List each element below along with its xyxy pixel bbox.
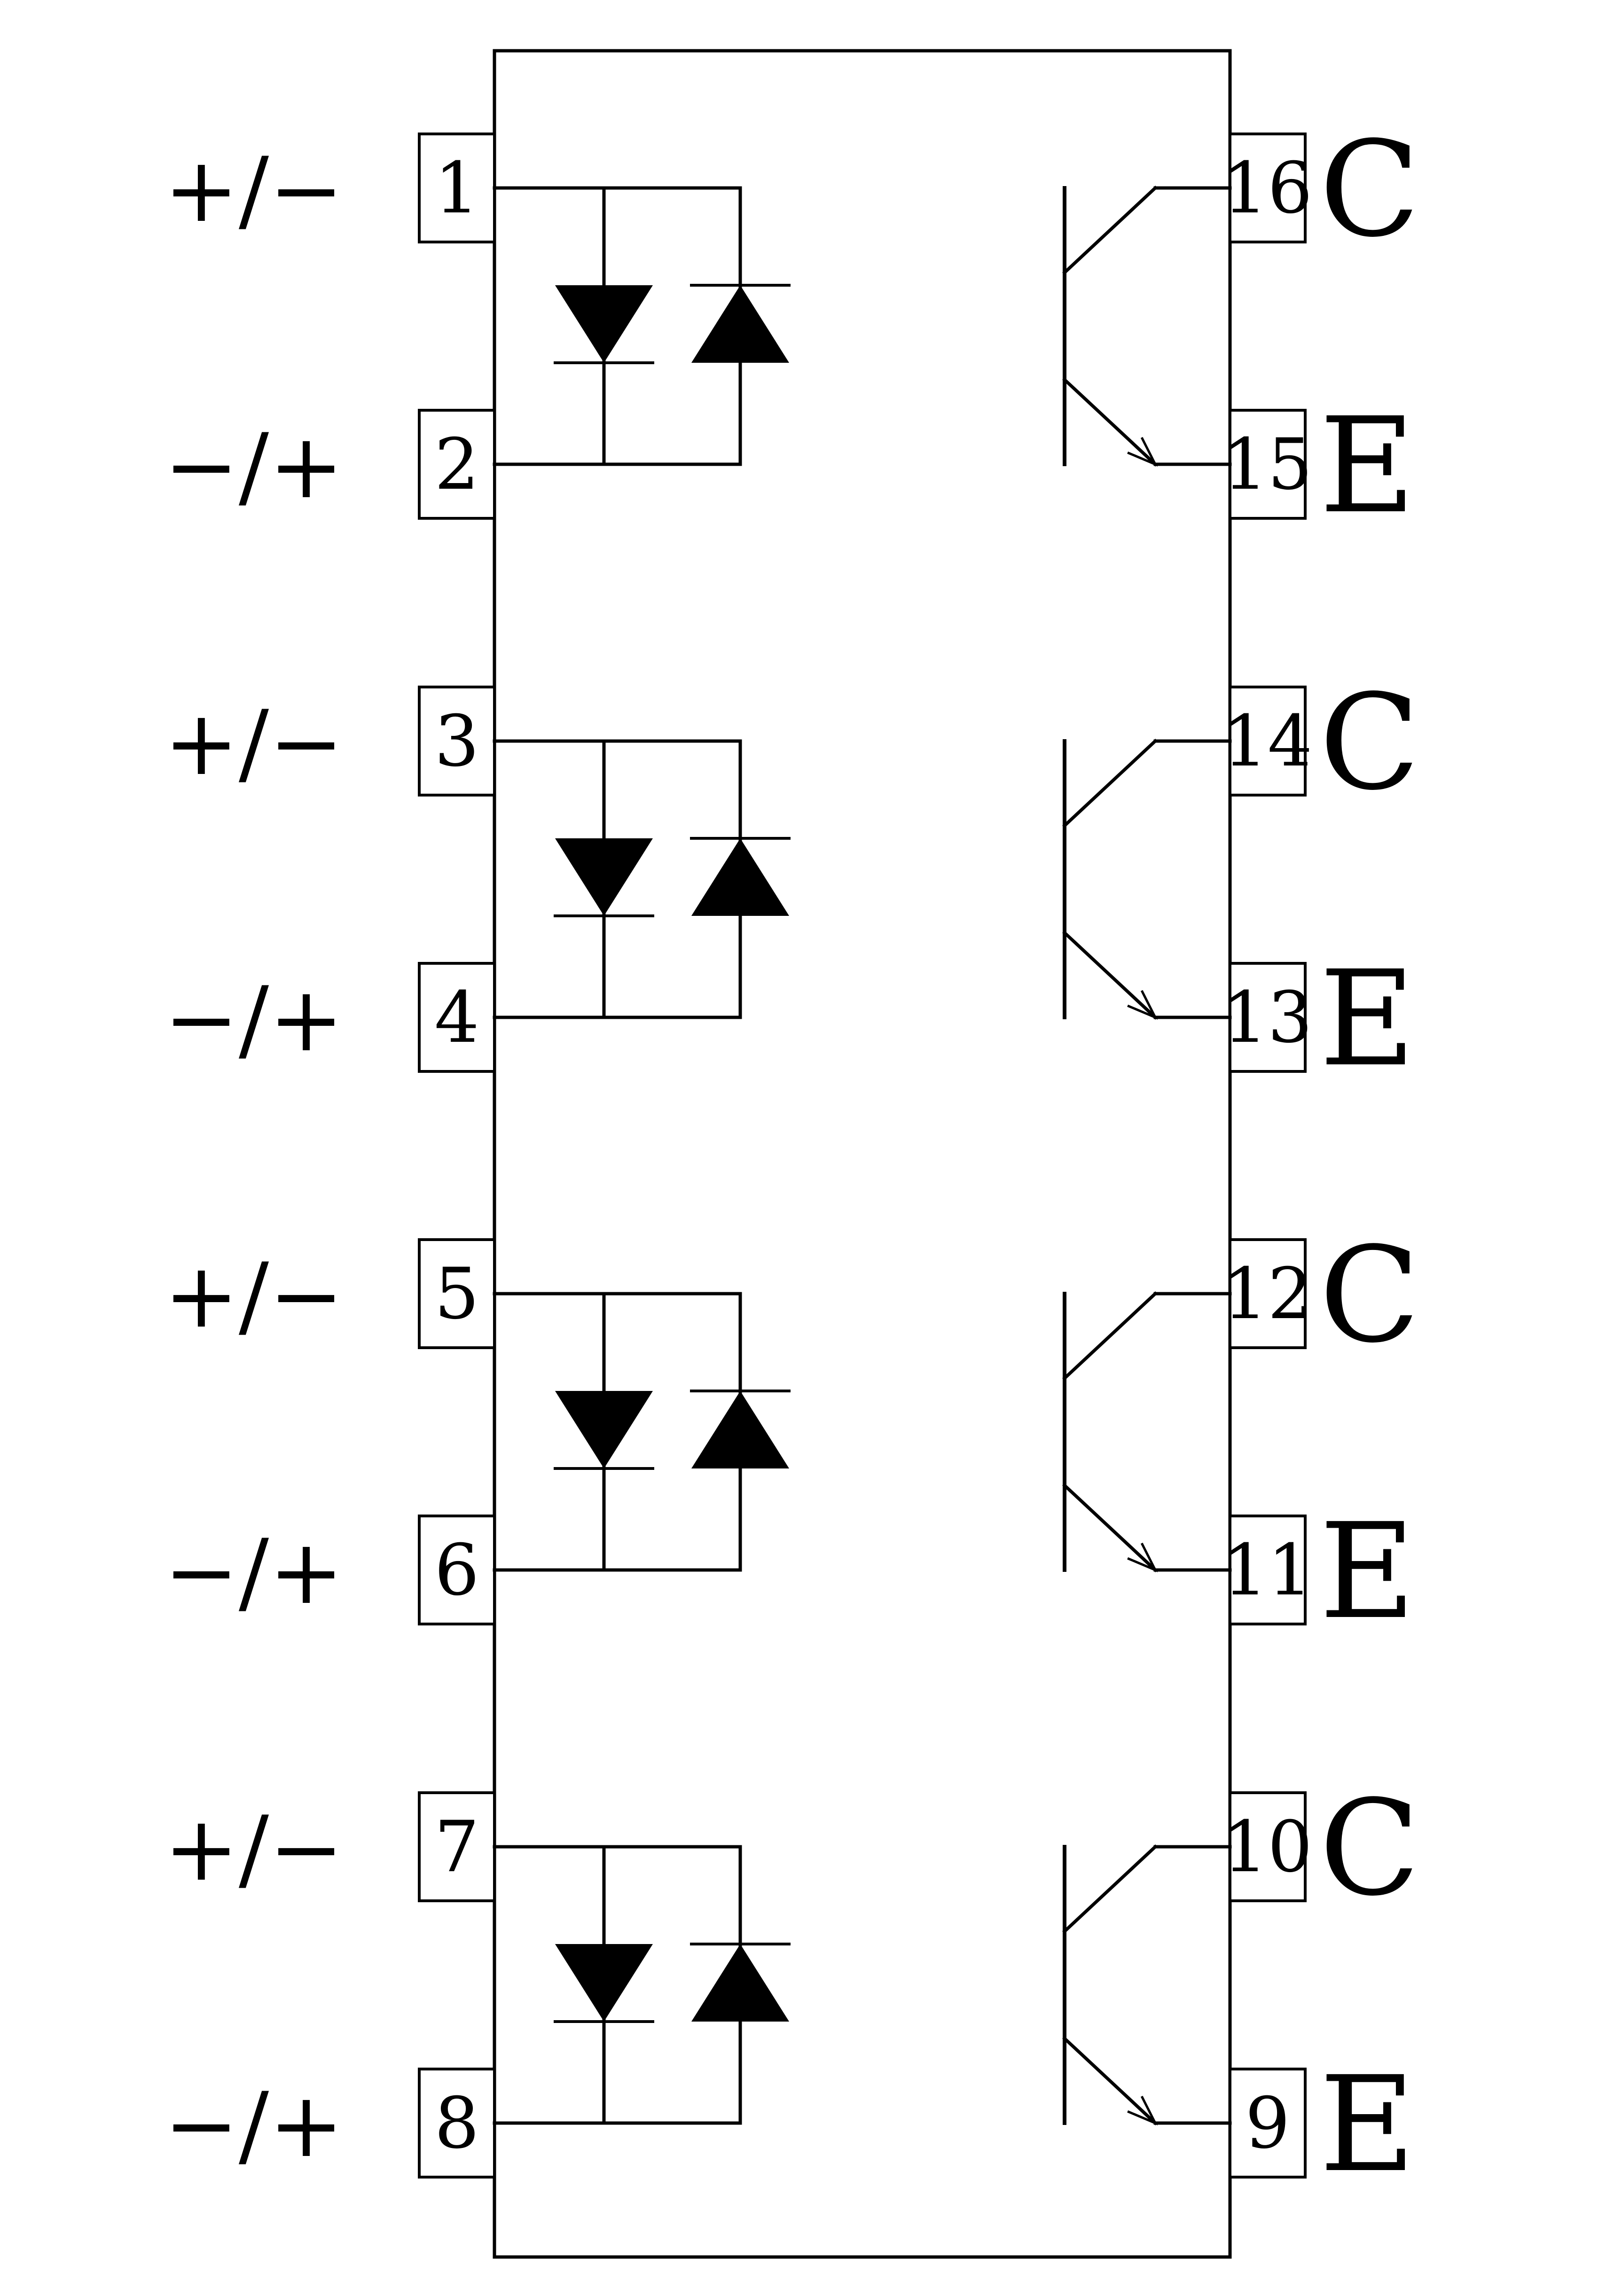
pin-number: 2 [434,424,479,506]
ic-package-body [493,49,1232,2259]
pin-number: 15 [1223,424,1313,506]
pin-number: 1 [434,148,479,229]
pin-number: 14 [1223,701,1313,782]
emitter-label: E [1319,2048,1415,2202]
pin-pad-14 [1229,686,1307,797]
emitter-arrow-icon [1127,1542,1158,1572]
pin-pad-15 [1229,409,1307,520]
polarity-label: −/+ [164,968,344,1071]
collector-label: C [1319,1219,1420,1372]
pin-number: 6 [434,1530,479,1611]
pin-pad-16 [1229,133,1307,243]
collector-lead [1062,186,1158,275]
led-forward-icon [555,1391,653,1468]
led-forward-icon [555,1944,653,2022]
led-reverse-icon [691,285,789,363]
pin-number: 13 [1223,977,1313,1059]
emitter-arrow-icon [1127,437,1158,467]
polarity-label: −/+ [164,1520,344,1624]
pin-pad-8 [418,2068,496,2179]
pin-pad-6 [418,1515,496,1625]
pin-number: 12 [1223,1253,1313,1335]
polarity-label: −/+ [164,414,344,518]
collector-lead [1062,1844,1158,1934]
emitter-arrow-icon [1127,2095,1158,2125]
collector-label: C [1319,666,1420,820]
pin-number: 9 [1245,2083,1290,2164]
emitter-label: E [1319,390,1415,543]
pin-number: 8 [434,2083,479,2164]
led-reverse-icon [691,838,789,916]
pin-pad-2 [418,409,496,520]
pin-pad-5 [418,1238,496,1349]
pin-pad-1 [418,133,496,243]
pin-number: 7 [434,1806,479,1888]
pin-pad-4 [418,962,496,1073]
pin-pad-9 [1229,2068,1307,2179]
polarity-label: +/− [164,1797,344,1901]
polarity-label: +/− [164,138,344,242]
polarity-label: +/− [164,1244,344,1348]
pin-pad-12 [1229,1238,1307,1349]
pin-number: 4 [434,977,479,1059]
collector-lead [1062,1291,1158,1381]
pin-number: 16 [1223,148,1313,229]
emitter-label: E [1319,1495,1415,1648]
pin-number: 3 [434,701,479,782]
emitter-lead [1062,377,1158,467]
emitter-lead [1062,930,1158,1020]
pin-pad-10 [1229,1791,1307,1902]
collector-label: C [1319,1772,1420,1925]
pin-pad-13 [1229,962,1307,1073]
collector-lead [1062,739,1158,828]
led-forward-icon [555,285,653,363]
pin-pad-11 [1229,1515,1307,1625]
pin-number: 5 [434,1253,479,1335]
led-reverse-icon [691,1944,789,2022]
emitter-label: E [1319,943,1415,1096]
polarity-label: −/+ [164,2073,344,2177]
led-forward-icon [555,838,653,916]
pin-number: 10 [1223,1806,1313,1888]
pin-number: 11 [1223,1530,1313,1611]
emitter-lead [1062,1483,1158,1572]
led-reverse-icon [691,1391,789,1468]
emitter-lead [1062,2036,1158,2125]
emitter-arrow-icon [1127,990,1158,1020]
polarity-label: +/− [164,691,344,795]
collector-label: C [1319,113,1420,266]
